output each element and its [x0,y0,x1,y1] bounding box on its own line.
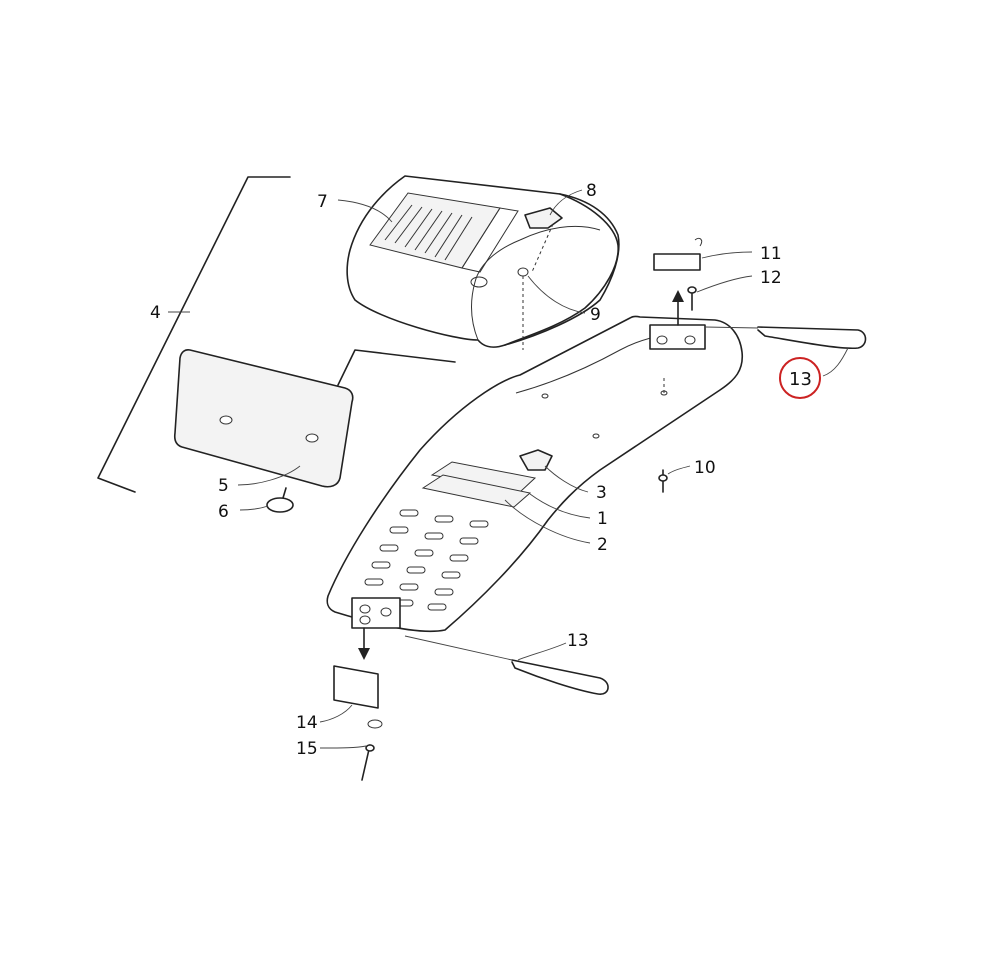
assembly-bracket [97,176,291,493]
callout-5: 5 [218,476,229,496]
screw-6 [266,487,294,513]
vent-slots [364,509,489,611]
seat-base [326,315,744,633]
latch-plate-11 [653,237,703,311]
callout-6: 6 [218,502,229,522]
callout-2: 2 [597,535,608,555]
latch-plate-14 [333,665,383,781]
callout-14: 14 [296,713,318,733]
callout-10: 10 [694,458,716,478]
rivet-10 [658,469,668,493]
seat-tab [524,207,563,229]
rear-latch-bracket [649,324,706,350]
hitch-pin-front [511,659,609,695]
front-latch-bracket [351,597,401,629]
seat-base-tab [519,449,553,471]
callout-13-highlighted: 13 [789,369,812,390]
callout-9: 9 [590,305,601,325]
callout-12: 12 [760,268,782,288]
warning-decal-2 [421,474,532,508]
callout-15: 15 [296,739,318,759]
assembly-arrows [358,290,684,660]
brand-logo-icon [470,276,488,288]
callout-11: 11 [760,244,782,264]
callout-3: 3 [596,483,607,503]
seat-foam-pad [173,349,456,488]
leader-lines [237,189,849,749]
hitch-pin-rear [757,326,867,350]
callout-7: 7 [317,192,328,212]
seat-cover [346,175,620,350]
callout-4: 4 [150,303,161,323]
callout-1: 1 [597,509,608,529]
highlight-circle [779,357,821,399]
callout-8: 8 [586,181,597,201]
callout-13: 13 [567,631,589,651]
